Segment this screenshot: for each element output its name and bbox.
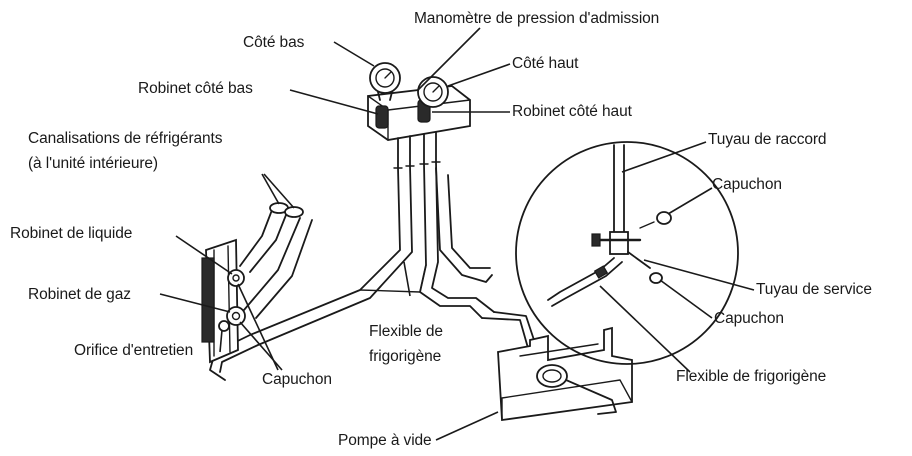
label-cote-haut: Côté haut bbox=[512, 55, 578, 73]
label-pompe-vide: Pompe à vide bbox=[338, 432, 432, 450]
label-capuchon-detail-bottom: Capuchon bbox=[714, 310, 784, 328]
label-robinet-cote-haut: Robinet côté haut bbox=[512, 103, 632, 121]
cap-bottom-icon bbox=[650, 273, 662, 283]
label-flexible-line1: Flexible de bbox=[369, 323, 443, 341]
valve-plate bbox=[202, 258, 214, 342]
label-cote-bas: Côté bas bbox=[243, 34, 304, 52]
label-orifice-entretien: Orifice d'entretien bbox=[74, 342, 193, 360]
label-tuyau-service: Tuyau de service bbox=[756, 281, 872, 299]
label-canalisations-line1: Canalisations de réfrigérants bbox=[28, 130, 222, 148]
label-canalisations-line2: (à l'unité intérieure) bbox=[28, 155, 158, 173]
label-capuchon-detail-top: Capuchon bbox=[712, 176, 782, 194]
label-tuyau-raccord: Tuyau de raccord bbox=[708, 131, 826, 149]
label-manometre: Manomètre de pression d'admission bbox=[414, 10, 659, 28]
low-side-valve-knob bbox=[376, 106, 388, 128]
label-robinet-cote-bas: Robinet côté bas bbox=[138, 80, 253, 98]
label-flexible-line2: frigorigène bbox=[369, 348, 441, 366]
label-robinet-liquide: Robinet de liquide bbox=[10, 225, 132, 243]
label-flexible-detail: Flexible de frigorigène bbox=[676, 368, 826, 386]
label-robinet-gaz: Robinet de gaz bbox=[28, 286, 131, 304]
detail-magnifier bbox=[516, 142, 738, 364]
manifold-gauge-set bbox=[368, 63, 470, 168]
gas-valve-icon bbox=[227, 307, 245, 325]
label-capuchon-valves: Capuchon bbox=[262, 371, 332, 389]
vacuum-pump bbox=[498, 328, 632, 420]
outdoor-valve-block bbox=[202, 203, 312, 362]
service-port-icon bbox=[219, 321, 229, 331]
